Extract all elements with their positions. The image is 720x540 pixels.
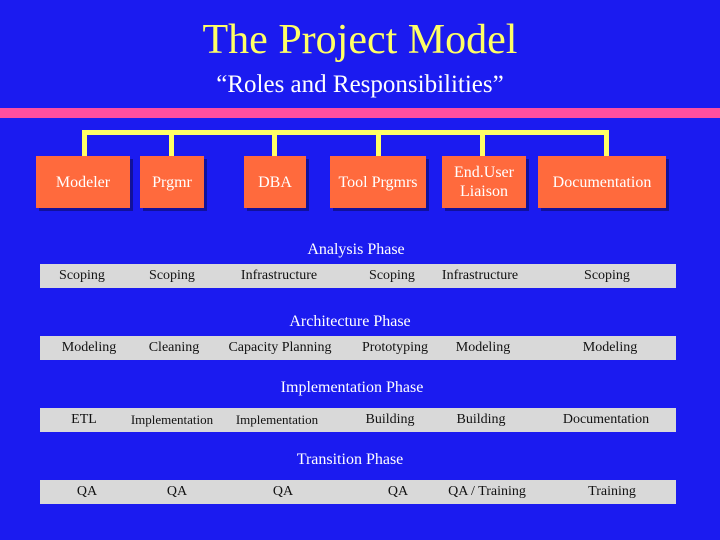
role-label: Modeler <box>55 173 111 191</box>
phase-cell: Scoping <box>584 268 630 283</box>
phase-cell: ETL <box>71 412 97 427</box>
role-dba: DBA <box>244 156 306 208</box>
phase-cell: Modeling <box>455 340 511 355</box>
phase-cell: Capacity Planning <box>228 340 332 355</box>
phase-cell: QA <box>166 484 188 499</box>
phase-cell: Scoping <box>149 268 195 283</box>
phase-cell: Cleaning <box>148 340 200 355</box>
phase-title-implementation: Implementation Phase <box>280 379 424 396</box>
phase-cell: QA <box>387 484 409 499</box>
connector-drop-modeler <box>82 130 87 156</box>
connector-drop-dba <box>272 130 277 156</box>
phase-title-architecture: Architecture Phase <box>289 313 411 330</box>
phase-cell: Infrastructure <box>441 268 519 283</box>
phase-cell: Modeling <box>61 340 117 355</box>
phase-title-analysis: Analysis Phase <box>307 241 405 258</box>
role-modeler: Modeler <box>36 156 130 208</box>
phase-cell: QA <box>76 484 98 499</box>
role-prgmr: Prgmr <box>140 156 204 208</box>
connector-horizontal <box>84 130 609 135</box>
phase-cell: Building <box>456 412 506 427</box>
phase-cell: Scoping <box>59 268 105 283</box>
phase-cell: QA <box>272 484 294 499</box>
connector-drop-documentation <box>604 130 609 156</box>
phase-bar-implementation: ETL Implementation Implementation Buildi… <box>40 408 676 432</box>
phase-bar-analysis: Scoping Scoping Infrastructure Scoping I… <box>40 264 676 288</box>
phase-cell: Training <box>588 484 636 499</box>
phase-cell: Modeling <box>582 340 638 355</box>
role-end-user-liaison: End.User Liaison <box>442 156 526 208</box>
connector-drop-prgmr <box>169 130 174 156</box>
phase-cell: QA / Training <box>448 484 526 499</box>
connector-drop-tool-prgmrs <box>376 130 381 156</box>
phase-bar-architecture: Modeling Cleaning Capacity Planning Prot… <box>40 336 676 360</box>
role-label: Prgmr <box>152 173 192 191</box>
role-documentation: Documentation <box>538 156 666 208</box>
connector-drop-end-user-liaison <box>480 130 485 156</box>
divider-bar <box>0 108 720 118</box>
role-label: Documentation <box>552 173 652 191</box>
slide-title: The Project Model <box>202 17 518 63</box>
phase-cell: Infrastructure <box>240 268 318 283</box>
phase-cell: Prototyping <box>361 340 429 355</box>
role-tool-prgmrs: Tool Prgmrs <box>330 156 426 208</box>
role-label: End.User Liaison <box>454 164 514 200</box>
phase-bar-transition: QA QA QA QA QA / Training Training <box>40 480 676 504</box>
phase-cell: Documentation <box>562 412 650 427</box>
phase-cell: Scoping <box>369 268 415 283</box>
role-label: DBA <box>258 173 292 191</box>
phase-cell: Implementation <box>235 412 319 427</box>
phase-cell: Implementation <box>130 412 214 427</box>
phase-title-transition: Transition Phase <box>296 451 404 468</box>
phase-cell: Building <box>365 412 415 427</box>
role-label: Tool Prgmrs <box>338 173 418 191</box>
slide-subtitle: “Roles and Responsibilities” <box>216 71 504 98</box>
